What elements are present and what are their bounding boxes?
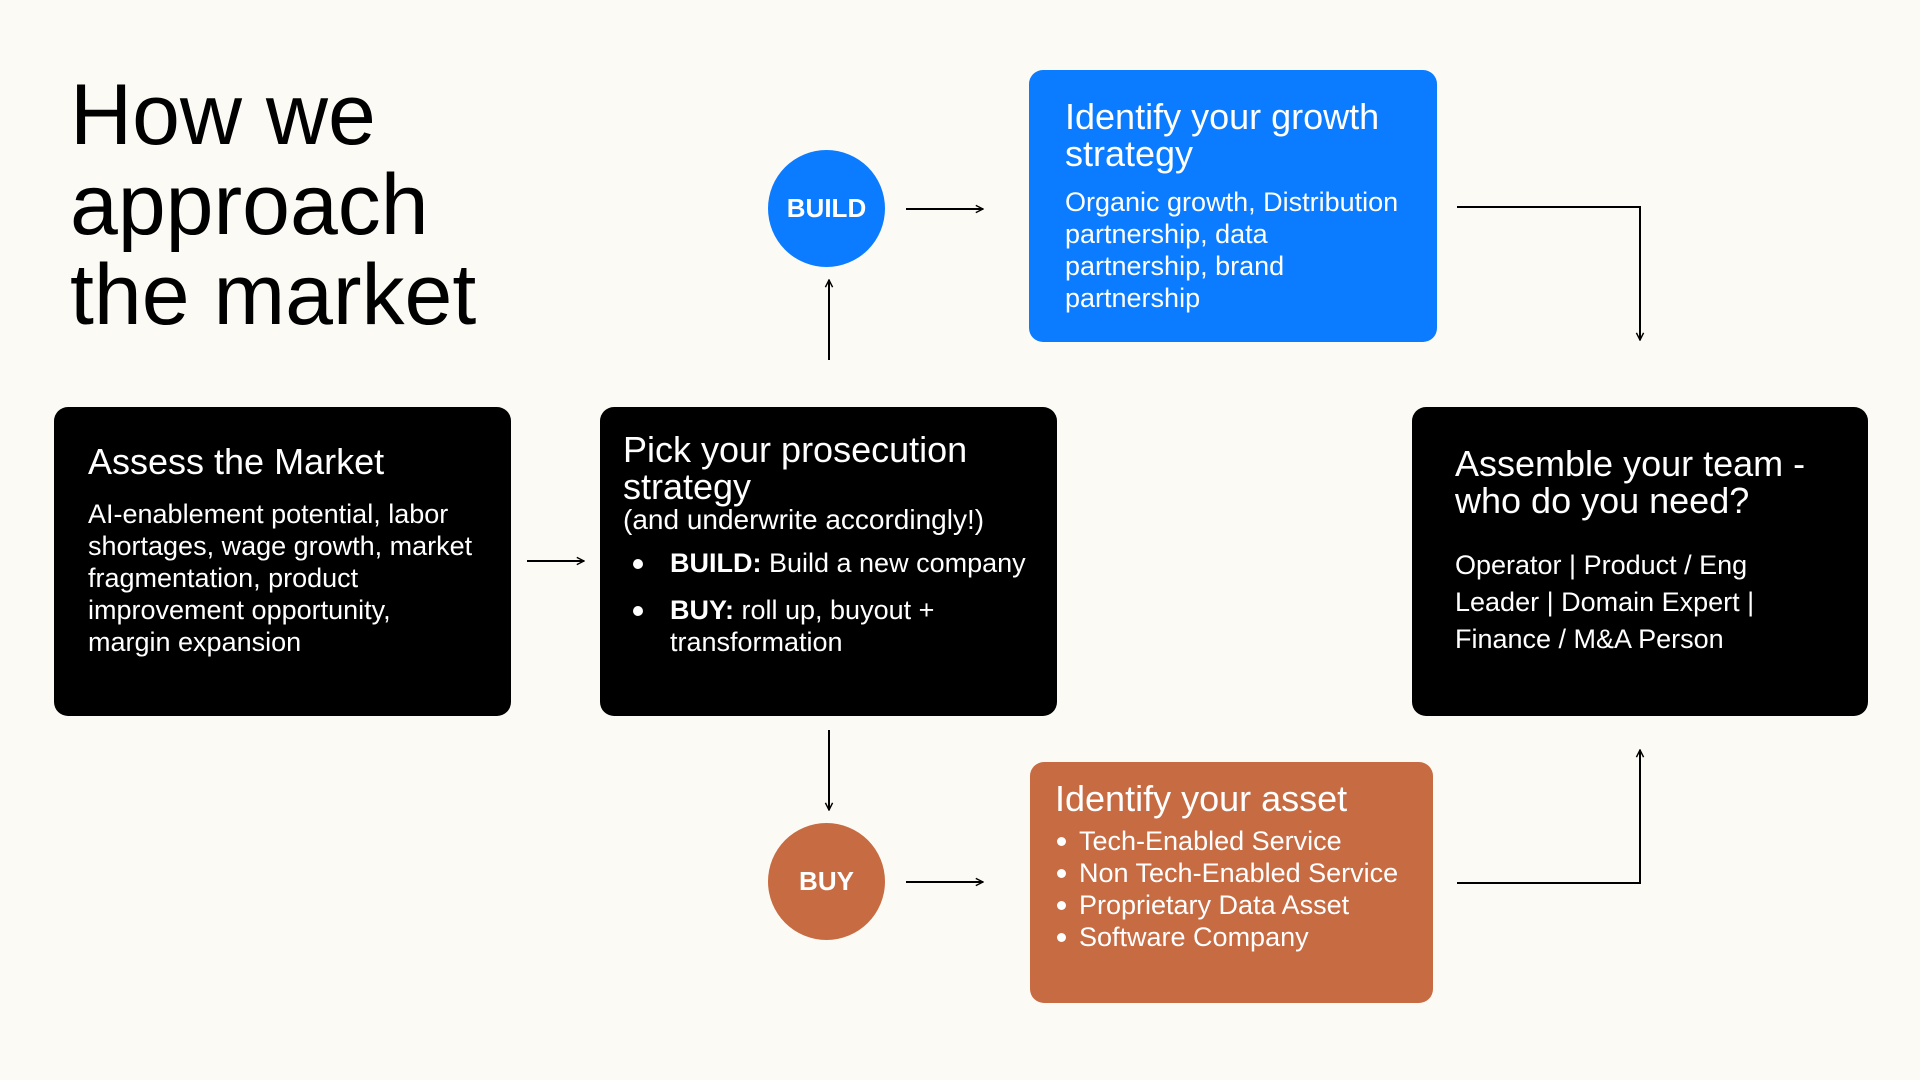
identify-asset-title: Identify your asset — [1055, 778, 1348, 819]
pick-strategy-box: Pick your prosecution strategy (and unde… — [600, 407, 1057, 716]
assemble-team-title: Assemble your team - who do you need? — [1455, 443, 1806, 521]
buy-circle: BUY — [768, 823, 885, 940]
team-line: Leader | Domain Expert | — [1455, 587, 1755, 617]
team-line: Finance / M&A Person — [1455, 624, 1724, 654]
list-item: Proprietary Data Asset — [1055, 889, 1408, 921]
list-item-label: BUY: — [670, 595, 734, 625]
title-line-1: How we — [70, 67, 376, 163]
assess-market-title: Assess the Market — [88, 441, 385, 482]
arrow-growth-to-team — [1457, 206, 1640, 340]
list-item-label: BUILD: — [670, 548, 762, 578]
asset-list: Tech-Enabled Service Non Tech-Enabled Se… — [1055, 825, 1408, 953]
title-line-3: the market — [70, 247, 477, 343]
team-line: Operator | Product / Eng — [1455, 550, 1748, 580]
growth-strategy-title: Identify your growth strategy — [1065, 96, 1380, 174]
assess-market-box: Assess the Market AI-enablement potentia… — [54, 407, 511, 716]
pick-strategy-list: BUILD: Build a new company BUY: roll up,… — [623, 547, 1034, 658]
list-item-text: Build a new company — [761, 548, 1026, 578]
growth-strategy-body: Organic growth, Distribution partnership… — [1065, 187, 1399, 313]
list-item: Tech-Enabled Service — [1055, 825, 1408, 857]
page-title: How we approach the market — [70, 70, 590, 340]
assemble-team-box: Assemble your team - who do you need? Op… — [1412, 407, 1868, 716]
identify-asset-box: Identify your asset Tech-Enabled Service… — [1030, 762, 1433, 1003]
list-item: BUY: roll up, buyout + transformation — [623, 594, 1034, 658]
pick-strategy-subtitle: (and underwrite accordingly!) — [623, 504, 985, 535]
title-line-2: approach — [70, 157, 429, 253]
list-item: Software Company — [1055, 921, 1408, 953]
assemble-team-body: Operator | Product / Eng Leader | Domain… — [1455, 547, 1825, 658]
build-circle: BUILD — [768, 150, 885, 267]
list-item: BUILD: Build a new company — [623, 547, 1034, 579]
pick-strategy-title: Pick your prosecution strategy — [623, 429, 968, 507]
arrow-asset-to-team — [1457, 750, 1640, 884]
list-item-text: roll up, buyout + transformation — [670, 595, 935, 657]
list-item: Non Tech-Enabled Service — [1055, 857, 1408, 889]
growth-strategy-box: Identify your growth strategy Organic gr… — [1029, 70, 1437, 342]
assess-market-body: AI-enablement potential, labor shortages… — [88, 499, 473, 657]
